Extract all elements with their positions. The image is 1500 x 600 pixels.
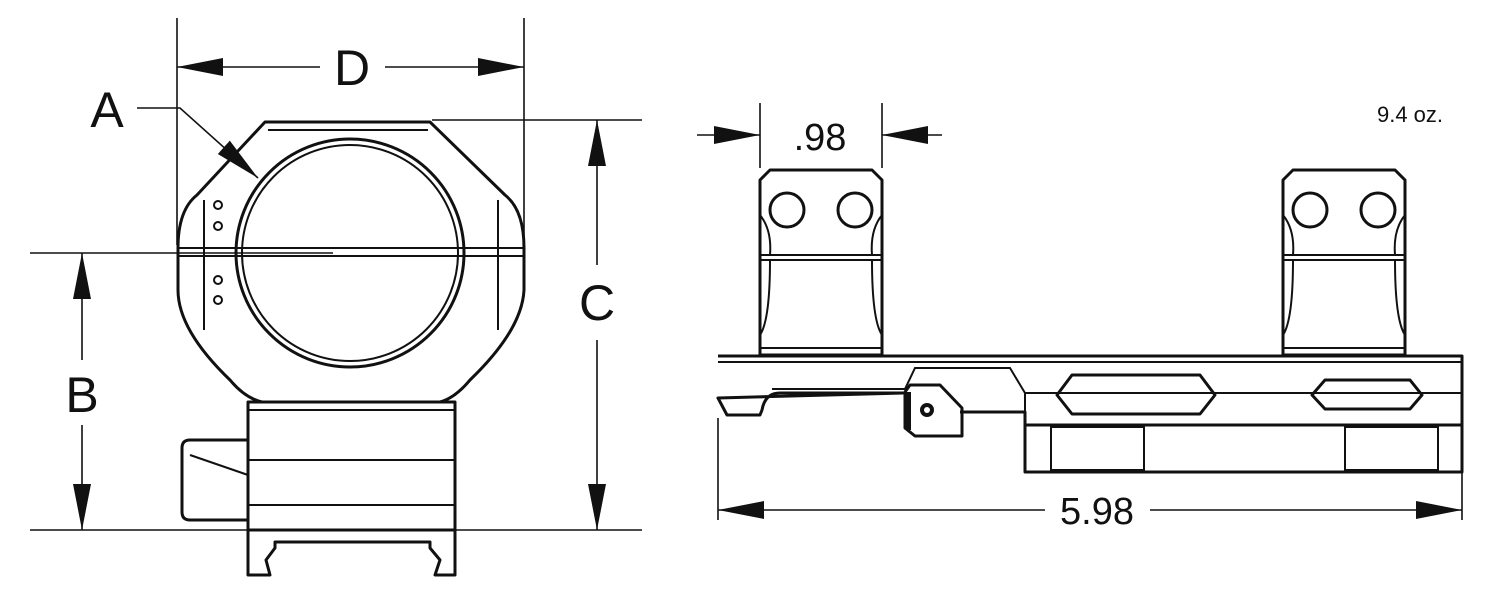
front-view: D A C B — [30, 18, 642, 577]
label-a: A — [90, 82, 124, 138]
qd-lever-side — [903, 383, 964, 438]
rail-clamp — [246, 530, 457, 577]
base-block — [246, 400, 457, 532]
dimension-a-leader — [137, 107, 259, 179]
label-c: C — [579, 275, 615, 331]
label-d: D — [334, 40, 370, 96]
lightening-cut — [1055, 373, 1217, 416]
label-weight: 9.4 oz. — [1377, 102, 1443, 127]
label-b: B — [65, 367, 98, 423]
side-view: .98 5.98 9.4 oz. — [697, 102, 1464, 533]
label-overall-length: 5.98 — [1060, 491, 1134, 533]
screw-holes — [213, 200, 223, 305]
mount-base — [716, 354, 1464, 474]
qd-lever — [180, 438, 248, 522]
front-ring — [758, 168, 884, 357]
rear-ring — [1281, 168, 1407, 357]
lightening-cut — [1310, 378, 1424, 411]
label-ring-width: .98 — [794, 117, 847, 159]
qd-lever-line — [189, 454, 249, 476]
